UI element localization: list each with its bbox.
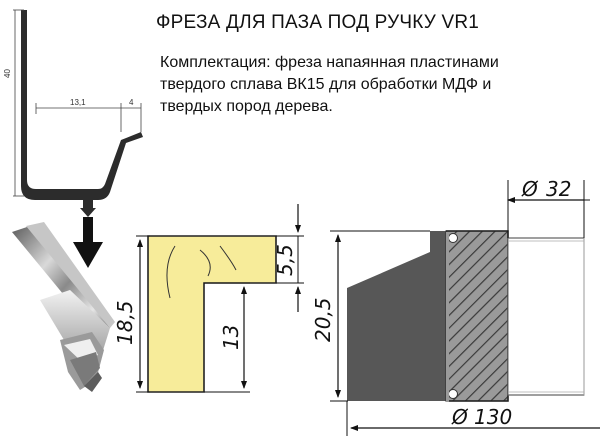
cutter-bore <box>507 237 585 396</box>
cutter-body-dark <box>347 231 446 401</box>
description-line-1: Комплектация: фреза напаянная пластинами <box>160 54 499 71</box>
description-block: Комплектация: фреза напаянная пластинами… <box>160 52 596 118</box>
outer-diameter-label: 130 <box>474 405 512 429</box>
cutter-body-height-label: 20,5 <box>311 297 335 342</box>
profile-height-label: 40 <box>3 69 12 78</box>
profile-width-label: 13,1 <box>70 98 86 107</box>
profile-clip-stem <box>83 200 93 210</box>
page-title: ФРЕЗА ДЛЯ ПАЗА ПОД РУЧКУ VR1 <box>156 12 480 33</box>
cutter-body-section: 20,5 Ø 32 Ø 130 <box>311 177 600 436</box>
handle-profile-section: 40 13,1 4 <box>3 9 143 217</box>
profile-photo-illustration <box>12 222 115 392</box>
insert-top-thickness-label: 5,5 <box>273 244 297 276</box>
profile-clip-barb <box>80 208 96 217</box>
carbide-insert-section: 18,5 5,5 13 <box>113 204 304 393</box>
bore-diameter-label: 32 <box>546 177 571 201</box>
profile-lip-label: 4 <box>129 98 134 107</box>
insert-shape <box>147 235 277 393</box>
cutter-hub-hatched <box>445 230 509 402</box>
insert-total-height-label: 18,5 <box>113 300 137 345</box>
outer-diameter-symbol: Ø <box>451 405 469 429</box>
description-line-2: твердого сплава ВК15 для обработки МДФ и <box>160 76 492 93</box>
assembly-arrow <box>73 217 103 268</box>
bore-diameter-symbol: Ø <box>521 177 539 201</box>
description-line-3: твердых пород дерева. <box>160 98 333 115</box>
insert-lower-height-label: 13 <box>219 325 243 350</box>
